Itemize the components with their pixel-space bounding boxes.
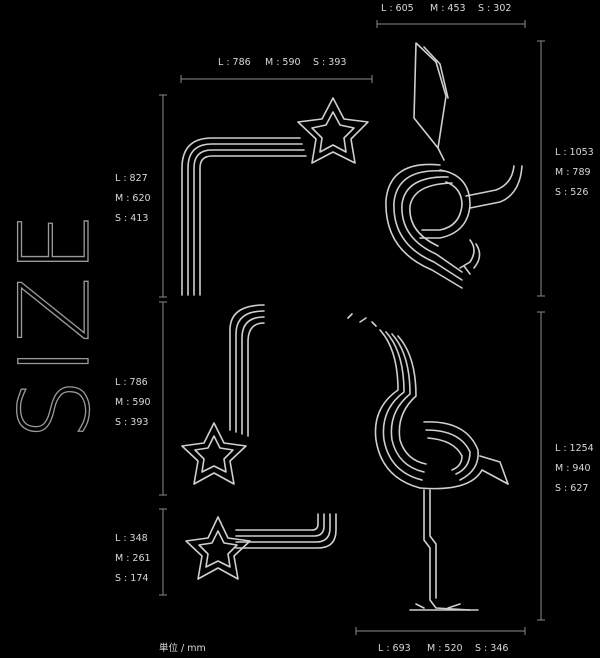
dim-corner-star-width [180, 75, 373, 83]
label-standing-flamingo-width: L : 693 M : 520 S : 346 [378, 643, 508, 654]
standing-flamingo-sign [347, 313, 509, 611]
label-top-flamingo-width: L : 605 M : 453 S : 302 [381, 3, 511, 14]
small-star-sign [185, 513, 337, 580]
hook-star-sign [181, 304, 265, 485]
label-corner-star-width: L : 786 M : 590 S : 393 [218, 57, 346, 68]
svg-text:S : 302: S : 302 [478, 3, 511, 14]
dim-standing-flamingo-height [537, 311, 545, 621]
unit-label: 単位 / mm [159, 642, 206, 654]
dim-corner-star-height [159, 94, 167, 298]
top-flamingo-sign [385, 42, 523, 289]
dim-hook-star-height [159, 301, 167, 496]
label-small-star-height: L : 348 M : 261 S : 174 [115, 533, 151, 584]
size-title: SIZE [0, 208, 111, 440]
svg-text:S : 346: S : 346 [475, 643, 508, 654]
svg-text:L : 348: L : 348 [115, 533, 148, 544]
svg-text:M : 261: M : 261 [115, 553, 151, 564]
svg-text:S : 393: S : 393 [313, 57, 346, 68]
dim-standing-flamingo-width [355, 627, 526, 635]
svg-text:S : 393: S : 393 [115, 417, 148, 428]
svg-text:S : 174: S : 174 [115, 573, 148, 584]
corner-star-sign [181, 97, 369, 296]
svg-text:L : 693: L : 693 [378, 643, 411, 654]
svg-text:M : 590: M : 590 [265, 57, 301, 68]
svg-text:M : 520: M : 520 [427, 643, 463, 654]
svg-text:M : 789: M : 789 [555, 167, 591, 178]
svg-text:S : 526: S : 526 [555, 187, 588, 198]
svg-text:M : 590: M : 590 [115, 397, 151, 408]
label-top-flamingo-height: L : 1053 M : 789 S : 526 [555, 147, 594, 198]
svg-text:L : 1053: L : 1053 [555, 147, 594, 158]
svg-text:L : 786: L : 786 [218, 57, 251, 68]
svg-text:M : 620: M : 620 [115, 193, 151, 204]
dim-top-flamingo-width [376, 20, 526, 28]
svg-text:L : 1254: L : 1254 [555, 443, 594, 454]
label-corner-star-height: L : 827 M : 620 S : 413 [115, 173, 151, 224]
svg-text:L : 827: L : 827 [115, 173, 148, 184]
svg-text:L : 786: L : 786 [115, 377, 148, 388]
svg-text:M : 453: M : 453 [430, 3, 466, 14]
svg-text:L : 605: L : 605 [381, 3, 414, 14]
dim-small-star-height [159, 508, 167, 596]
label-standing-flamingo-height: L : 1254 M : 940 S : 627 [555, 443, 594, 494]
dim-top-flamingo-height [537, 40, 545, 297]
label-hook-star-height: L : 786 M : 590 S : 393 [115, 377, 151, 428]
svg-text:S : 627: S : 627 [555, 483, 588, 494]
svg-text:M : 940: M : 940 [555, 463, 591, 474]
svg-text:S : 413: S : 413 [115, 213, 148, 224]
